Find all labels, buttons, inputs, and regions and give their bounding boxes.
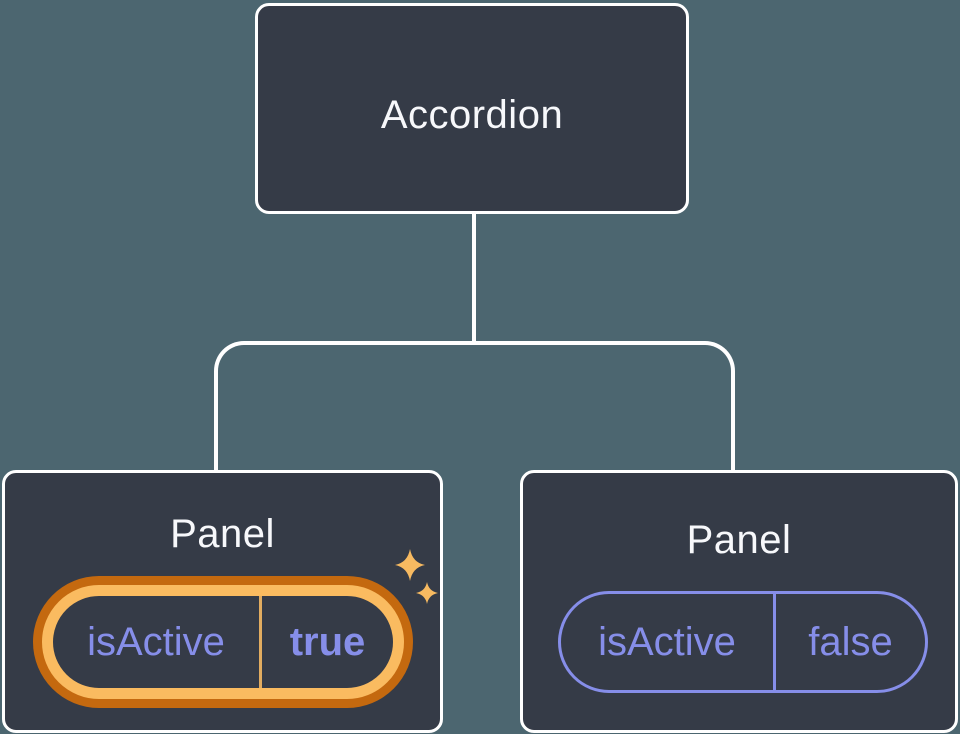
panel-node-active: Panel isActive true [2,470,443,733]
state-value: true [289,620,366,664]
accordion-node: Accordion [255,3,689,214]
connector-stem [472,214,476,345]
pill-divider [259,596,262,688]
panel-node-inactive: Panel isActive false [520,470,958,733]
state-name: isActive [598,620,736,664]
sparkles-icon [395,549,438,604]
accordion-node-label: Accordion [380,93,564,137]
state-pill-inactive: isActive false [558,591,928,693]
state-value: false [808,620,893,664]
state-name: isActive [87,620,225,664]
connector-bracket [214,341,735,471]
state-pill-active: isActive true [42,585,404,699]
panel-node-label: Panel [686,518,792,562]
pill-divider [773,594,776,690]
panel-node-label: Panel [170,512,275,556]
